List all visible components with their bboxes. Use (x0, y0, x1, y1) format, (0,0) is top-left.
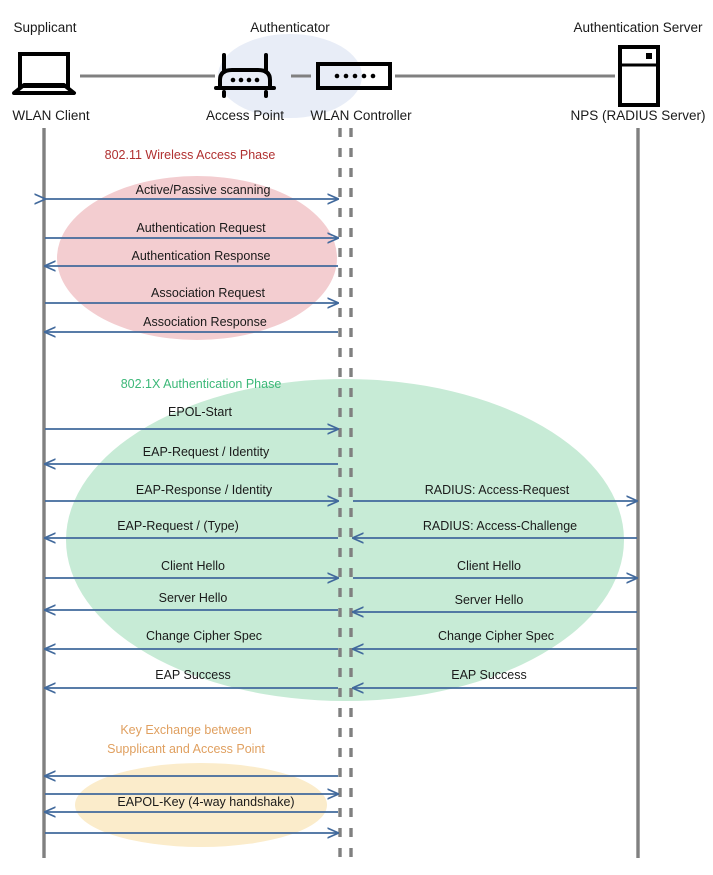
msg-label-radius-access-request: RADIUS: Access-Request (424, 483, 570, 497)
wlan-controller-icon (316, 62, 392, 90)
node-label-nps-radius-server: NPS (RADIUS Server) (570, 108, 706, 123)
msg-label-eap-success-left: EAP Success (155, 668, 231, 682)
phase3-ellipse (75, 763, 327, 847)
msg-label-eapol-key-4-way-handshake: EAPOL-Key (4-way handshake) (117, 795, 295, 809)
server-icon (618, 45, 660, 107)
phase-label-key-exchange: Key Exchange between Supplicant and Acce… (107, 721, 265, 759)
msg-label-server-hello-right: Server Hello (454, 593, 524, 607)
msg-label-association-response: Association Response (143, 315, 267, 329)
phase-label-802-1x-authentication: 802.1X Authentication Phase (120, 377, 282, 391)
msg-label-change-cipher-spec-left: Change Cipher Spec (145, 629, 263, 643)
msg-label-client-hello-right: Client Hello (457, 559, 521, 573)
laptop-icon (12, 52, 76, 95)
node-label-wlan-client: WLAN Client (12, 108, 90, 123)
msg-label-eap-success-right: EAP Success (451, 668, 527, 682)
msg-label-active-passive-scanning: Active/Passive scanning (135, 183, 271, 197)
phase-label-key-exchange-line2: Supplicant and Access Point (107, 741, 265, 756)
msg-label-authentication-request: Authentication Request (136, 221, 266, 235)
access-point-icon (214, 53, 276, 98)
phase2-ellipse (66, 379, 624, 701)
phase-label-key-exchange-line1: Key Exchange between (120, 723, 252, 737)
node-label-wlan-controller: WLAN Controller (310, 108, 412, 123)
msg-label-epol-start: EPOL-Start (168, 405, 232, 419)
msg-label-authentication-response: Authentication Response (131, 249, 271, 263)
authenticator-highlight-ellipse (218, 34, 362, 118)
msg-label-eap-request-type: EAP-Request / (Type) (117, 519, 239, 533)
phase1-ellipse (57, 176, 337, 340)
msg-label-server-hello-left: Server Hello (158, 591, 228, 605)
role-title-authenticator: Authenticator (250, 20, 330, 35)
msg-label-radius-access-challenge: RADIUS: Access-Challenge (422, 519, 578, 533)
node-label-access-point: Access Point (205, 108, 285, 123)
role-title-supplicant: Supplicant (13, 20, 77, 35)
msg-label-client-hello-left: Client Hello (161, 559, 225, 573)
msg-label-eap-request-identity: EAP-Request / Identity (142, 445, 270, 459)
role-title-authentication-server: Authentication Server (573, 20, 703, 35)
msg-label-change-cipher-spec-right: Change Cipher Spec (437, 629, 555, 643)
msg-label-association-request: Association Request (151, 286, 265, 300)
msg-label-eap-response-identity: EAP-Response / Identity (135, 483, 273, 497)
phase-label-802-11-wireless-access: 802.11 Wireless Access Phase (104, 148, 276, 162)
